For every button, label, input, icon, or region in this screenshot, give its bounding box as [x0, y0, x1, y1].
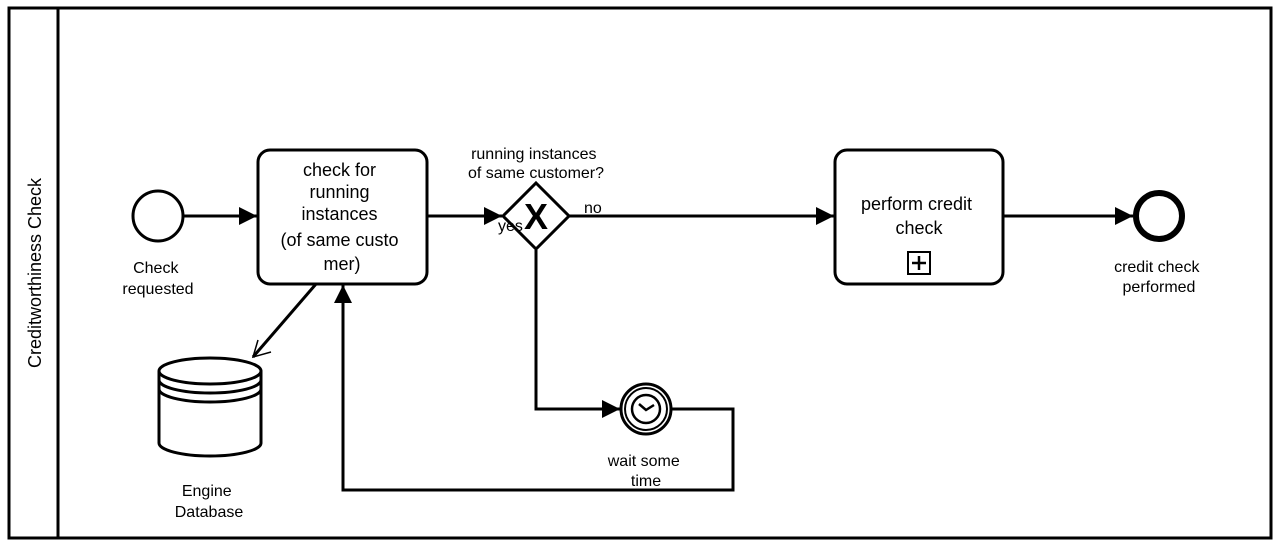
gateway-label: running instances of same customer?: [468, 146, 604, 182]
data-store-engine-database[interactable]: Engine Database: [157, 356, 263, 521]
flow-gateway-yes[interactable]: [534, 250, 620, 418]
gateway-yes-label: yes: [498, 218, 523, 235]
task-credit-label: perform credit check: [861, 194, 977, 238]
end-event-label: credit check performed: [1114, 259, 1204, 296]
pool-label: Creditworthiness Check: [25, 177, 45, 368]
task-check-label: check for running instances (of same cus…: [280, 160, 403, 274]
subprocess-perform-credit-check[interactable]: perform credit check: [833, 148, 1005, 286]
timer-intermediate-event[interactable]: wait some time: [607, 382, 684, 490]
gateway-no-label: no: [584, 200, 602, 217]
clock-icon: [630, 393, 662, 425]
sequence-flows: [184, 207, 1133, 492]
end-event[interactable]: credit check performed: [1114, 190, 1204, 296]
gateway-x-marker: X: [524, 196, 548, 237]
task-check-running-instances[interactable]: check for running instances (of same cus…: [256, 148, 429, 286]
data-association[interactable]: [251, 283, 318, 359]
data-store-label: Engine Database: [175, 483, 244, 521]
start-event-label: Check requested: [122, 260, 193, 298]
subprocess-plus-icon[interactable]: [907, 251, 931, 275]
start-event[interactable]: Check requested: [122, 189, 194, 298]
flow-timer-loop[interactable]: [334, 285, 735, 492]
timer-event-label: wait some time: [607, 453, 684, 490]
exclusive-gateway[interactable]: X running instances of same customer? ye…: [468, 146, 604, 252]
